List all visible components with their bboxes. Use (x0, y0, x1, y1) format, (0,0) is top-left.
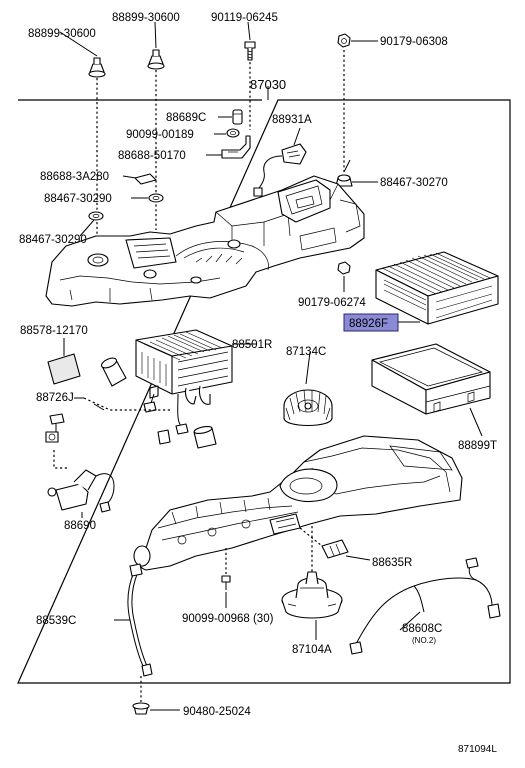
clip-icon (134, 173, 157, 185)
part-label: 88690 (64, 520, 96, 532)
nut-icon (337, 261, 351, 275)
part-label: 90099-00968 (30) (182, 613, 274, 625)
part-label: 88689C (166, 112, 206, 124)
clip-icon (88, 57, 106, 78)
connector-icon (232, 109, 243, 125)
part-label: 90179-06274 (298, 297, 366, 309)
bracket-icon (221, 135, 251, 159)
sleeve-icon (157, 425, 217, 449)
figure-code: 871094L (458, 744, 497, 755)
filter-case (371, 343, 491, 415)
part-label: 88635R (372, 557, 412, 569)
lower-case-housing (133, 435, 463, 571)
part-label: 88931A (272, 114, 312, 126)
part-label: 88578-12170 (20, 325, 88, 337)
part-label: 88467-30290 (44, 193, 112, 205)
assembly-frame (17, 99, 511, 684)
wire-harness (349, 557, 501, 655)
clip-icon (132, 702, 150, 715)
seal-pad-icon (47, 353, 81, 385)
part-label: 87134C (286, 346, 326, 358)
grommet-icon (226, 128, 240, 138)
blower-motor (281, 571, 343, 630)
part-label: 90099-00189 (126, 129, 194, 141)
part-label: 88899-30600 (28, 28, 96, 40)
part-label: 88467-30270 (380, 177, 448, 189)
bushing-icon (88, 211, 104, 221)
sensor-connector-icon (321, 539, 349, 559)
part-label: 90179-06308 (380, 36, 448, 48)
part-label: 88688-3A280 (40, 171, 109, 183)
part-label: 90119-06245 (211, 12, 278, 24)
part-label: 87104A (292, 644, 332, 656)
part-label: 88726J (36, 392, 74, 404)
aspirator-hose (127, 563, 153, 677)
sensor-icon (253, 143, 307, 197)
bushing-icon (148, 193, 164, 203)
nut-icon (337, 33, 351, 48)
expansion-valve-icon (45, 413, 65, 443)
air-filter-element (375, 251, 499, 325)
evaporator-core (135, 329, 233, 435)
clip-icon (147, 49, 165, 70)
part-label: 88467-30290 (19, 234, 87, 246)
part-label: 88539C (36, 615, 76, 627)
part-label: 88608C (402, 623, 442, 635)
screw-icon (221, 575, 231, 590)
blower-fan (283, 389, 333, 426)
sleeve-icon (100, 357, 127, 387)
part-label: 88899-30600 (112, 12, 180, 24)
part-label: 88688-50170 (118, 150, 186, 162)
upper-case-housing (45, 175, 365, 307)
bolt-icon (244, 41, 256, 61)
part-label-note: (NO.2) (412, 636, 436, 645)
part-label: 90480-25024 (183, 706, 251, 718)
part-label: 87030 (250, 77, 286, 92)
part-label: 88899T (458, 440, 497, 452)
relay-bracket (47, 469, 115, 513)
highlighted-part-label: 88926F (349, 318, 388, 330)
part-label: 88501R (232, 339, 272, 351)
